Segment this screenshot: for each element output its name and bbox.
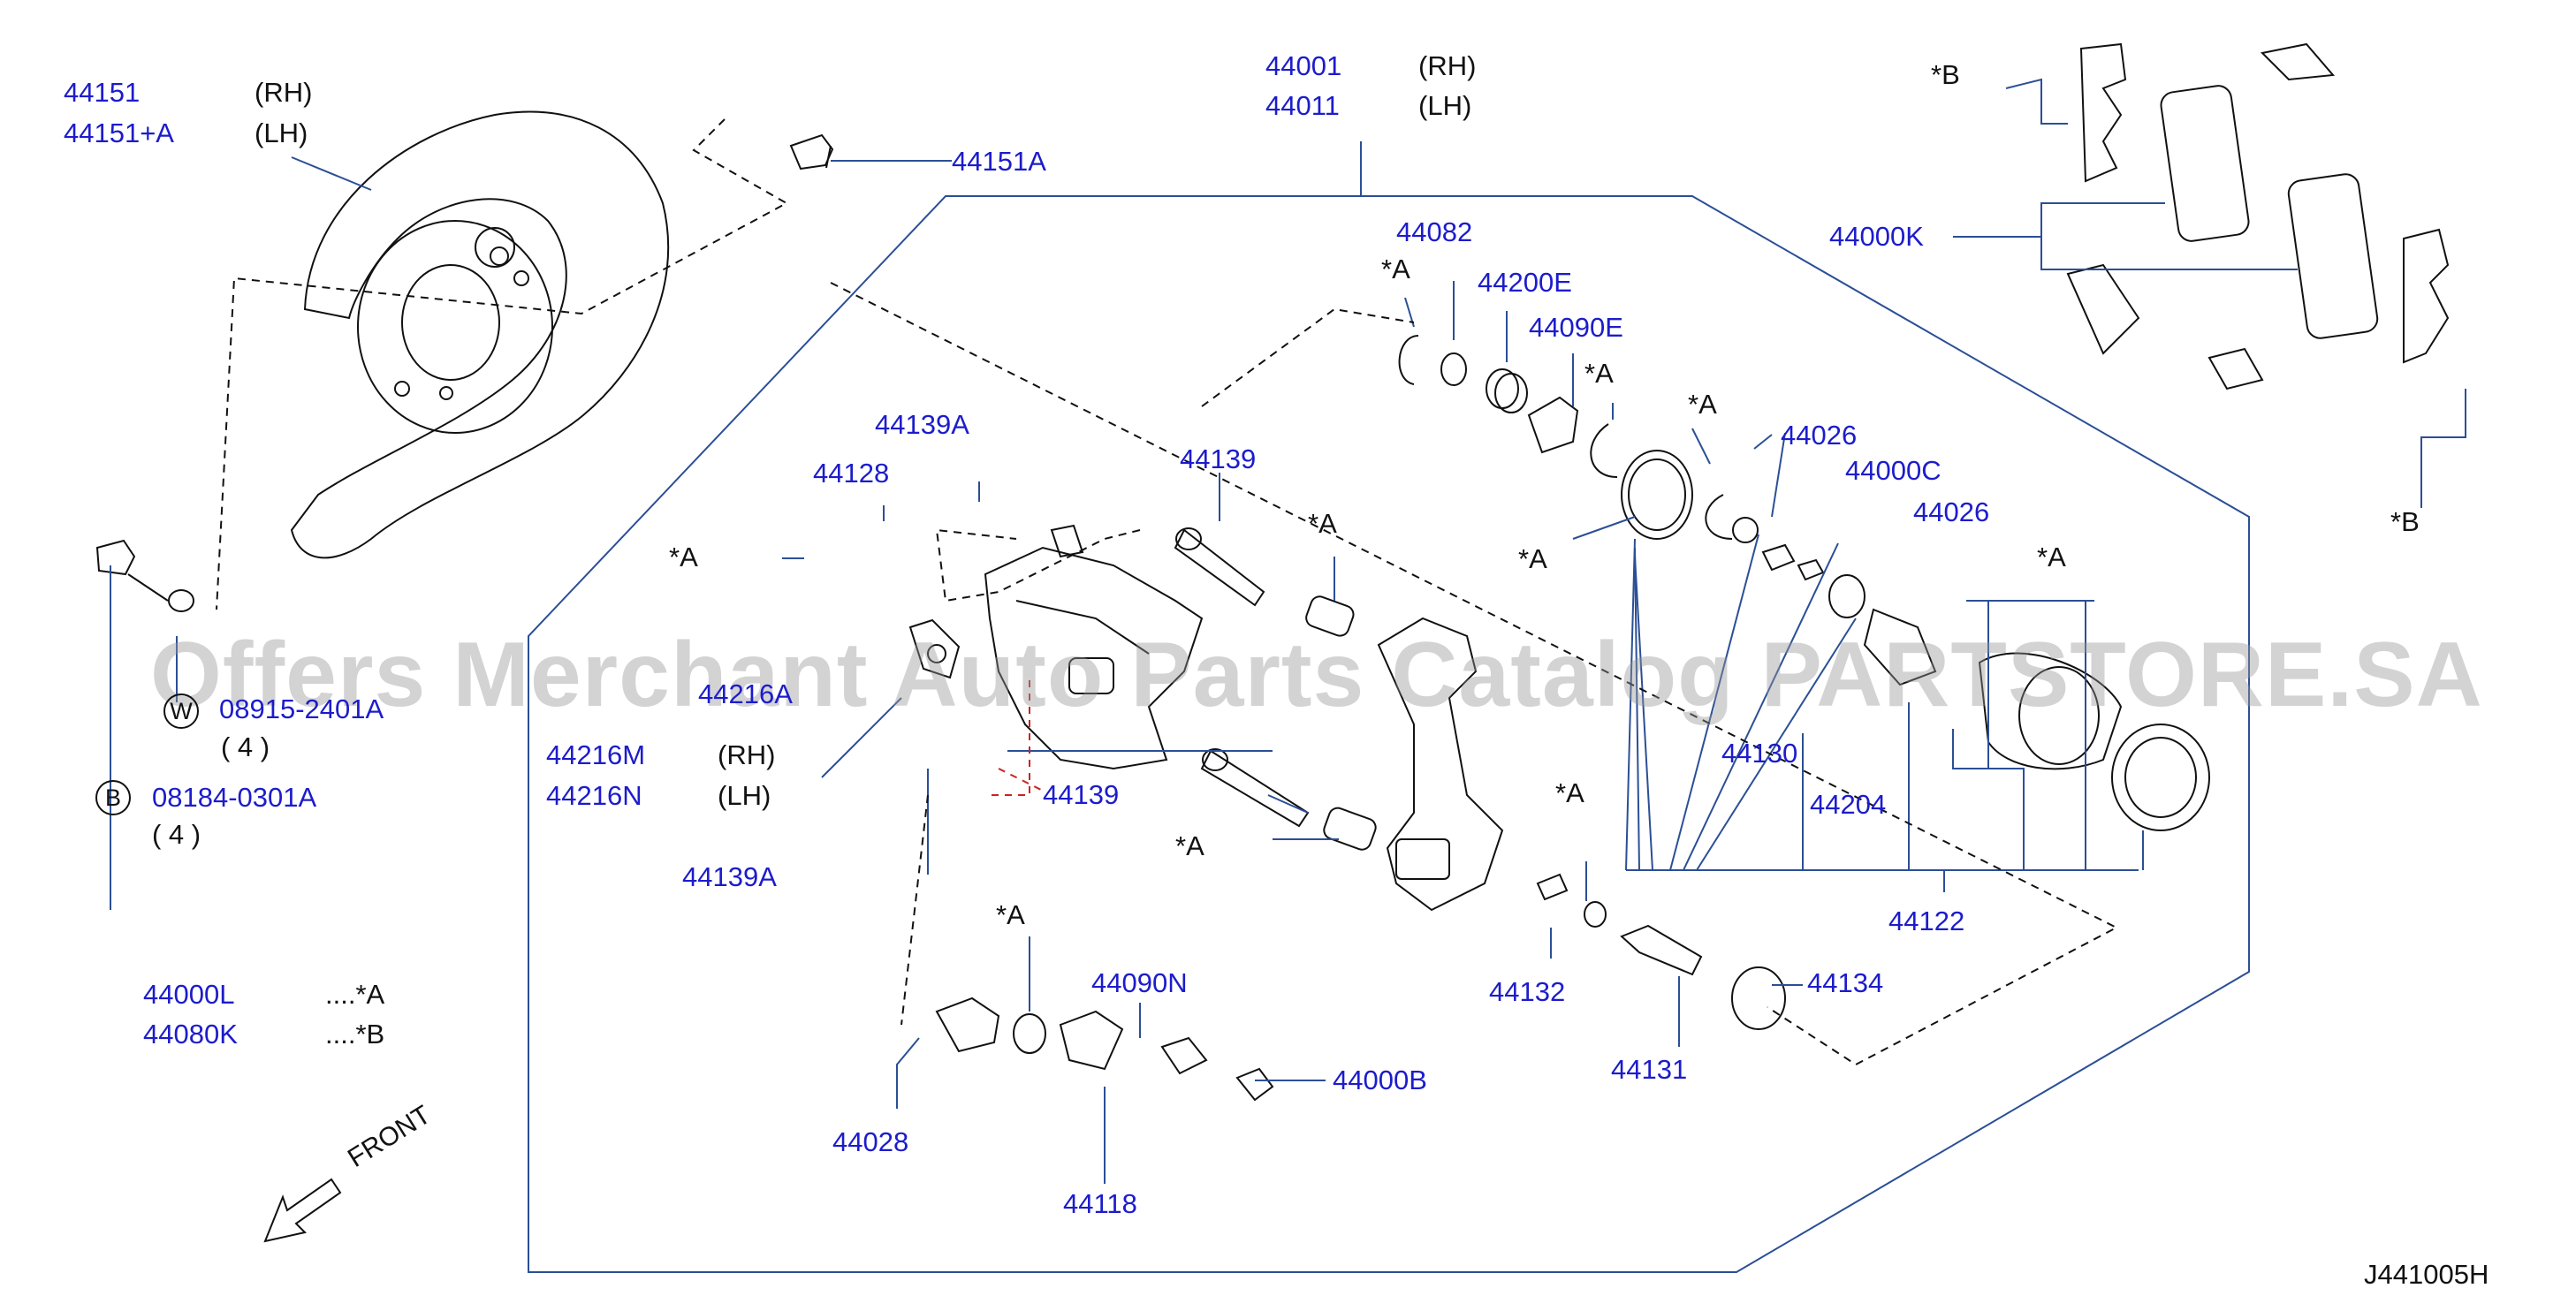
seal-ring-drawing <box>1398 335 1866 618</box>
marker-a: *A <box>1584 358 1614 389</box>
bleeder-drawing <box>1536 873 1786 1030</box>
part-08184-0301A[interactable]: 08184-0301A <box>152 782 317 813</box>
part-44090E[interactable]: 44090E <box>1529 312 1623 343</box>
marker-a: *A <box>669 542 698 572</box>
part-44131[interactable]: 44131 <box>1611 1054 1688 1085</box>
marker-a: *A <box>1518 543 1547 574</box>
part-44011[interactable]: 44011 <box>1265 90 1340 121</box>
part-44139-mid[interactable]: 44139 <box>1043 779 1120 810</box>
diagram-code: J441005H <box>2364 1259 2489 1290</box>
part-44026-b[interactable]: 44026 <box>1913 496 1990 527</box>
plate-lh-label: (LH) <box>255 117 308 148</box>
part-44200E[interactable]: 44200E <box>1478 267 1572 298</box>
part-44134[interactable]: 44134 <box>1807 967 1884 998</box>
part-44000L[interactable]: 44000L <box>143 979 235 1010</box>
plate-rh-label: (RH) <box>255 77 313 108</box>
red-dashed-lines <box>990 680 1044 796</box>
part-44090N[interactable]: 44090N <box>1091 967 1188 998</box>
marker-a: *A <box>996 899 1025 930</box>
dashed-guide-lines <box>216 118 2119 1066</box>
fastener-bolt-drawing <box>95 539 194 612</box>
marker-a: *A <box>1175 830 1204 861</box>
part-44028[interactable]: 44028 <box>832 1126 909 1157</box>
guide-pins-drawing <box>1174 527 1377 851</box>
part-44128[interactable]: 44128 <box>813 458 890 489</box>
marker-a: *A <box>1688 389 1717 420</box>
back-plate-drawing <box>290 110 670 559</box>
caliper-rh-label: (RH) <box>1418 50 1477 81</box>
part-44139A-bottom[interactable]: 44139A <box>682 861 777 892</box>
legend-b-marker: ....*B <box>325 1019 385 1050</box>
part-44139-top[interactable]: 44139 <box>1180 443 1257 474</box>
marker-b: *B <box>1931 59 1960 90</box>
part-44130[interactable]: 44130 <box>1721 738 1798 769</box>
w-quantity: ( 4 ) <box>221 731 270 762</box>
caliper-body-drawing <box>908 524 1204 770</box>
part-44204[interactable]: 44204 <box>1810 789 1887 820</box>
watermark-text: Offers Merchant Auto Parts Catalog PARTS… <box>150 624 2483 726</box>
part-44216A[interactable]: 44216A <box>698 678 793 709</box>
lower-parts-drawing <box>935 997 1274 1102</box>
part-44122[interactable]: 44122 <box>1888 906 1965 936</box>
callout-lines <box>110 78 2466 1273</box>
part-44026-a[interactable]: 44026 <box>1781 420 1858 451</box>
part-44080K[interactable]: 44080K <box>143 1019 238 1050</box>
part-44001[interactable]: 44001 <box>1265 50 1342 81</box>
part-44151-a[interactable]: 44151+A <box>64 117 174 148</box>
marker-a: *A <box>1381 254 1410 284</box>
part-44216N[interactable]: 44216N <box>546 780 642 811</box>
part-44118[interactable]: 44118 <box>1063 1188 1137 1219</box>
part-44000B[interactable]: 44000B <box>1333 1065 1427 1095</box>
brake-pads-drawing <box>2066 42 2450 390</box>
torque-member-drawing <box>1377 617 1504 912</box>
part-08915-2401A[interactable]: 08915-2401A <box>219 693 384 724</box>
part-44082[interactable]: 44082 <box>1396 216 1473 247</box>
marker-b: *B <box>2390 506 2420 537</box>
piston-assembly-drawing <box>1863 608 2210 831</box>
legend-a-marker: ....*A <box>325 979 385 1010</box>
part-44000C[interactable]: 44000C <box>1845 455 1941 486</box>
part-44151[interactable]: 44151 <box>64 77 141 108</box>
part-44132[interactable]: 44132 <box>1489 976 1566 1007</box>
part-44139A-top[interactable]: 44139A <box>875 409 969 440</box>
b-symbol-icon: B <box>95 780 131 815</box>
w-symbol-icon: W <box>163 693 199 729</box>
b-quantity: ( 4 ) <box>152 819 201 850</box>
marker-a: *A <box>1555 777 1584 808</box>
marker-a: *A <box>1308 508 1337 539</box>
support-rh-label: (RH) <box>718 739 776 770</box>
part-44216M[interactable]: 44216M <box>546 739 646 770</box>
front-arrow-icon <box>263 1178 342 1243</box>
bolt-44151A-drawing <box>789 133 834 171</box>
support-lh-label: (LH) <box>718 780 771 811</box>
part-44151A[interactable]: 44151A <box>952 146 1046 177</box>
marker-a: *A <box>2037 542 2066 572</box>
caliper-lh-label: (LH) <box>1418 90 1472 121</box>
part-44000K[interactable]: 44000K <box>1829 221 1924 252</box>
